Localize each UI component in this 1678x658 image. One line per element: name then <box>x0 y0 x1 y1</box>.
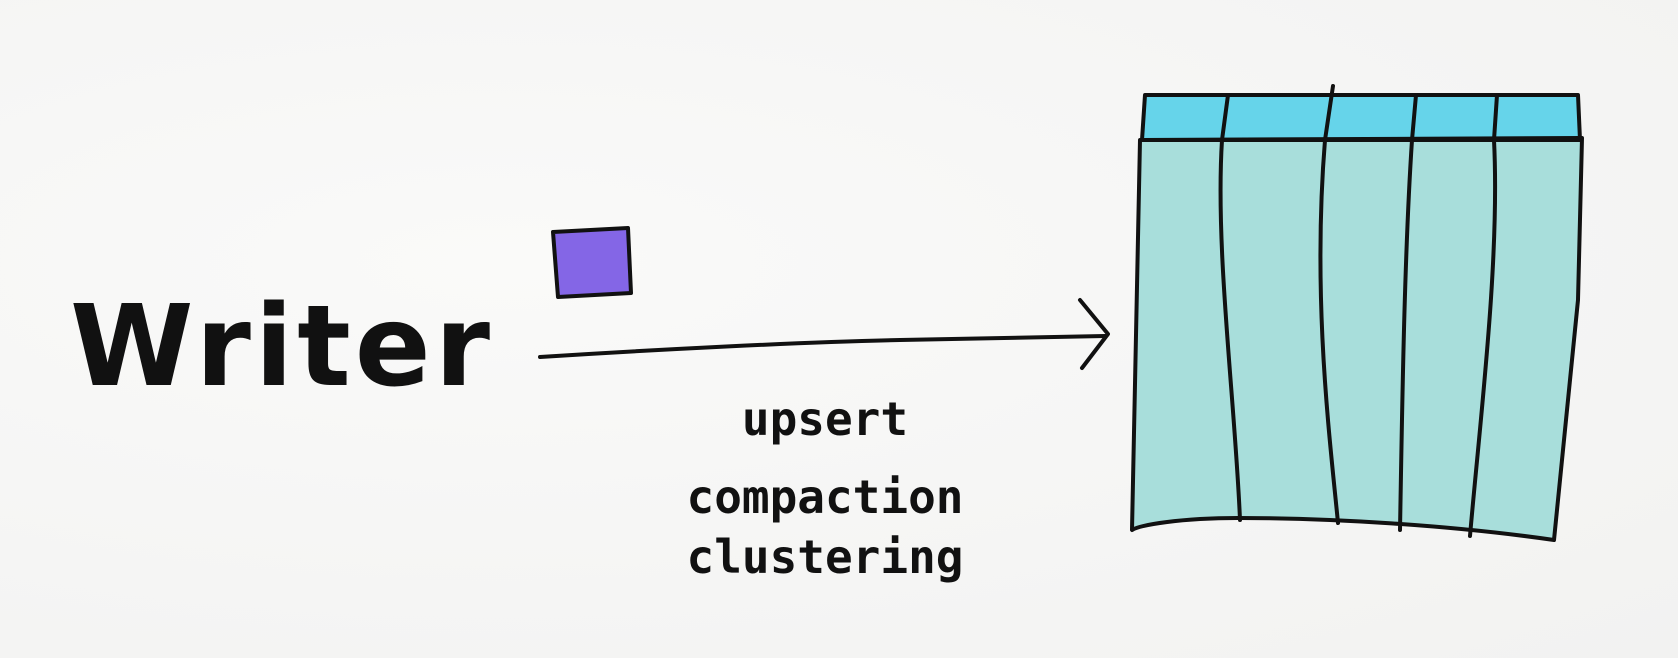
table-icon <box>1130 84 1584 542</box>
writer-label: Writer <box>70 282 494 412</box>
write-arrow <box>538 334 1107 359</box>
operation-label-clustering: clustering <box>687 530 964 584</box>
table-column-divider <box>1398 93 1418 532</box>
table-header-divider <box>1140 136 1582 142</box>
arrowhead-icon <box>1078 298 1110 370</box>
operation-label-compaction: compaction <box>687 470 964 524</box>
table-column-divider <box>1318 84 1340 525</box>
table-header <box>1140 93 1582 142</box>
operation-label-upsert: upsert <box>742 392 908 446</box>
record-square <box>551 226 633 299</box>
table-body <box>1130 136 1584 542</box>
table-column-divider <box>1218 93 1242 522</box>
table-column-divider <box>1468 93 1499 538</box>
